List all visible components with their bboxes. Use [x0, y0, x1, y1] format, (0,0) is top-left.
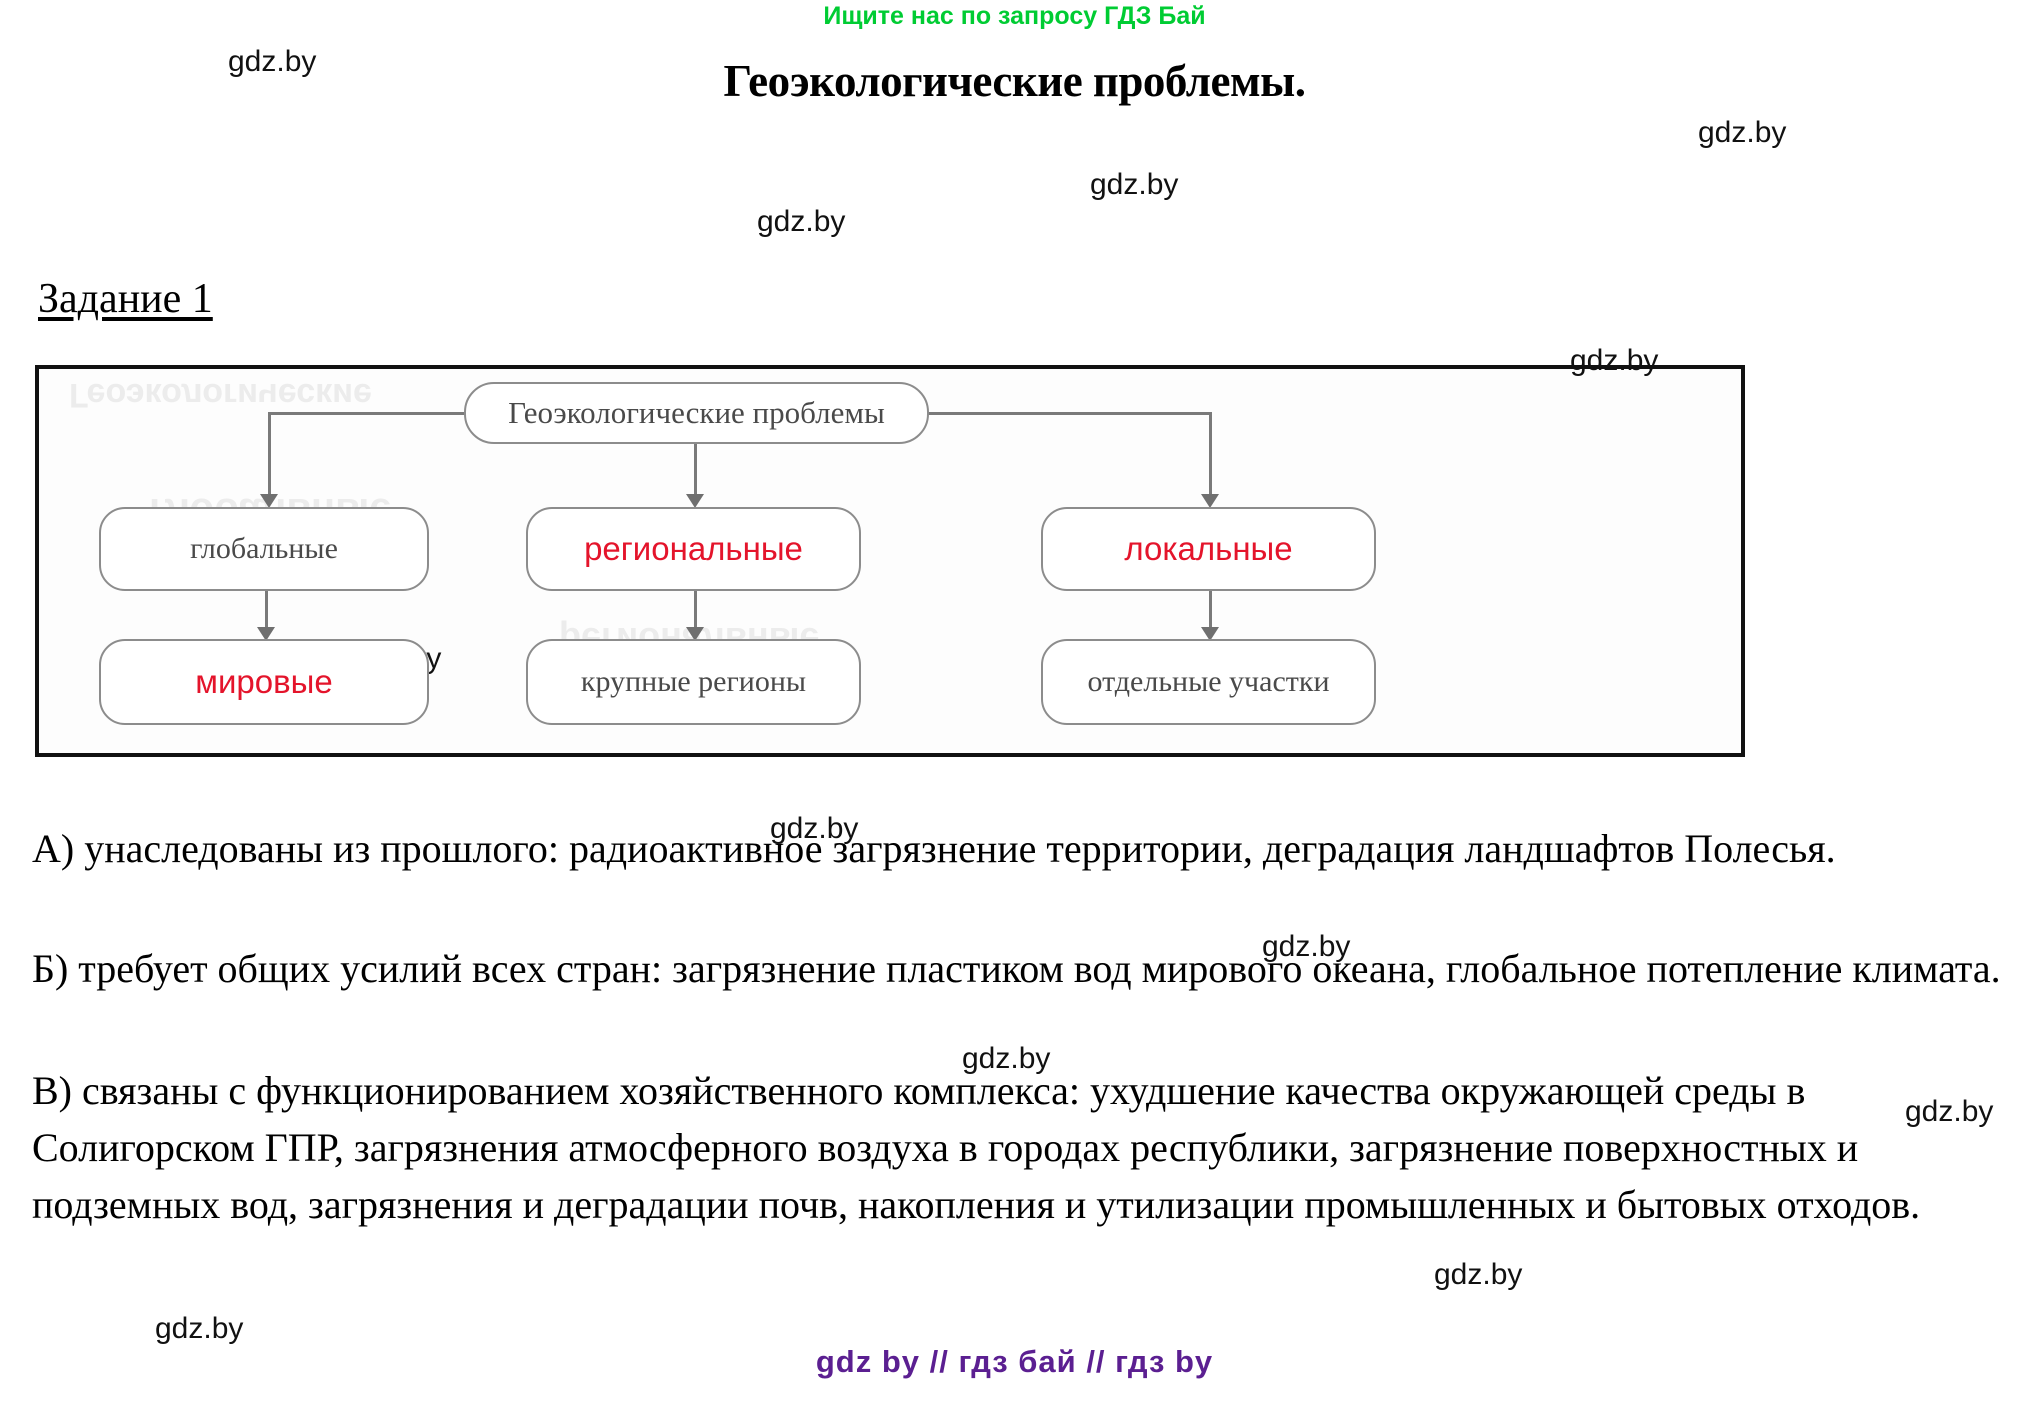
arrowhead-areas	[1201, 627, 1219, 641]
ghost-mark-1: Геоэкологические	[69, 376, 372, 414]
arrowhead-bigregions	[686, 627, 704, 641]
watermark-gdz: gdz.by	[757, 205, 846, 238]
connector-root-right-horizontal	[927, 412, 1212, 415]
diagram-node-global[interactable]: глобальные	[99, 507, 429, 591]
task-heading: Задание 1	[38, 276, 213, 322]
watermark-gdz: gdz.by	[962, 1042, 1051, 1075]
arrowhead-center-branch	[686, 494, 704, 508]
connector-global-to-world	[265, 591, 268, 633]
diagram-node-separate-areas-label: отдельные участки	[1087, 665, 1330, 698]
diagram-node-world[interactable]: мировые	[99, 639, 429, 725]
diagram-node-global-label: глобальные	[190, 532, 338, 565]
promo-banner: Ищите нас по запросу ГДЗ Бай	[823, 2, 1206, 30]
footer-promo: gdz by // гдз бай // гдз by	[815, 1344, 1214, 1379]
page-title: Геоэкологические проблемы.	[723, 56, 1306, 106]
connector-root-right-vertical	[1209, 412, 1212, 500]
watermark-gdz: gdz.by	[1262, 930, 1351, 963]
arrowhead-world	[257, 627, 275, 641]
diagram-node-big-regions[interactable]: крупные регионы	[526, 639, 861, 725]
diagram-node-root[interactable]: Геоэкологические проблемы	[464, 382, 929, 444]
diagram-node-local[interactable]: локальные	[1041, 507, 1376, 591]
watermark-gdz: gdz.by	[1905, 1095, 1994, 1128]
connector-root-center-vertical	[694, 444, 697, 500]
watermark-gdz: gdz.by	[1698, 116, 1787, 149]
diagram-node-separate-areas[interactable]: отдельные участки	[1041, 639, 1376, 725]
diagram-frame: Геоэкологические глобальные региональные…	[35, 365, 1745, 757]
diagram-node-local-label: локальные	[1124, 530, 1293, 567]
connector-root-left-horizontal	[268, 412, 466, 415]
arrowhead-right-branch	[1201, 494, 1219, 508]
watermark-gdz: gdz.by	[155, 1312, 244, 1345]
watermark-gdz: gdz.by	[1570, 344, 1659, 377]
diagram-node-regional[interactable]: региональные	[526, 507, 861, 591]
diagram-node-root-label: Геоэкологические проблемы	[508, 395, 885, 430]
diagram-node-world-label: мировые	[195, 663, 333, 700]
connector-local-to-areas	[1209, 591, 1212, 633]
answer-paragraph-v: В) связаны с функционированием хозяйстве…	[32, 1068, 1921, 1227]
answer-paragraph-a: А) унаследованы из прошлого: радиоактивн…	[32, 826, 1836, 871]
watermark-gdz: gdz.by	[770, 812, 859, 845]
answer-paragraph-b: Б) требует общих усилий всех стран: загр…	[32, 946, 2001, 991]
watermark-gdz: gdz.by	[1090, 168, 1179, 201]
watermark-gdz: gdz.by	[228, 45, 317, 78]
connector-root-left-vertical	[268, 412, 271, 500]
connector-regional-to-bigregions	[694, 591, 697, 633]
watermark-gdz: gdz.by	[1434, 1258, 1523, 1291]
arrowhead-left-branch	[260, 494, 278, 508]
diagram-node-big-regions-label: крупные регионы	[580, 665, 807, 698]
diagram-node-regional-label: региональные	[584, 530, 803, 567]
